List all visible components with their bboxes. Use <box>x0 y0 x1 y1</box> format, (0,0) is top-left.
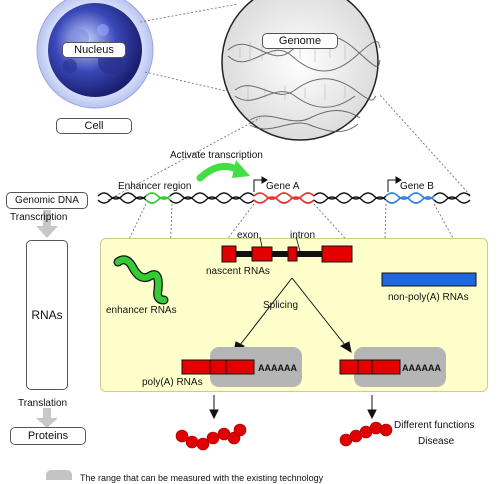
nascent-rnas-label: nascent RNAs <box>206 266 270 277</box>
genomic-dna-label: Genomic DNA <box>6 192 88 209</box>
side-flow-arrows <box>36 210 58 428</box>
tss-arrows <box>253 176 402 192</box>
gene-a-label: Gene A <box>266 181 300 192</box>
genome-label: Genome <box>262 33 338 49</box>
genome-magnifier-icon <box>221 0 381 141</box>
translation-label: Translation <box>18 398 68 409</box>
non-poly-a-rnas-label: non-poly(A) RNAs <box>388 292 469 303</box>
dna-helix-icon <box>97 192 471 204</box>
nucleus-label: Nucleus <box>62 42 126 58</box>
poly-a-rnas-label: poly(A) RNAs <box>142 377 203 388</box>
activate-transcription-label: Activate transcription <box>170 150 263 161</box>
poly-a-tail-left: AAAAAA <box>258 363 297 373</box>
intron-label: intron <box>290 230 316 241</box>
enhancer-rnas-label: enhancer RNAs <box>106 305 177 316</box>
activate-arrow-icon <box>196 160 250 182</box>
exon-label: exon <box>237 230 259 241</box>
disease-label: Disease <box>418 436 455 447</box>
cell-label: Cell <box>56 118 132 134</box>
poly-a-tail-right: AAAAAA <box>402 363 441 373</box>
legend-text: The range that can be measured with the … <box>80 473 324 483</box>
zoom-connector-lines <box>107 3 471 201</box>
rnas-box: RNAs <box>26 240 68 390</box>
gene-b-label: Gene B <box>400 181 434 192</box>
different-functions-label: Different functions <box>394 420 475 431</box>
splicing-label: Splicing <box>263 300 299 311</box>
enhancer-region-label: Enhancer region <box>118 181 192 192</box>
transcription-label: Transcription <box>10 212 68 223</box>
proteins-label: Proteins <box>10 427 86 445</box>
